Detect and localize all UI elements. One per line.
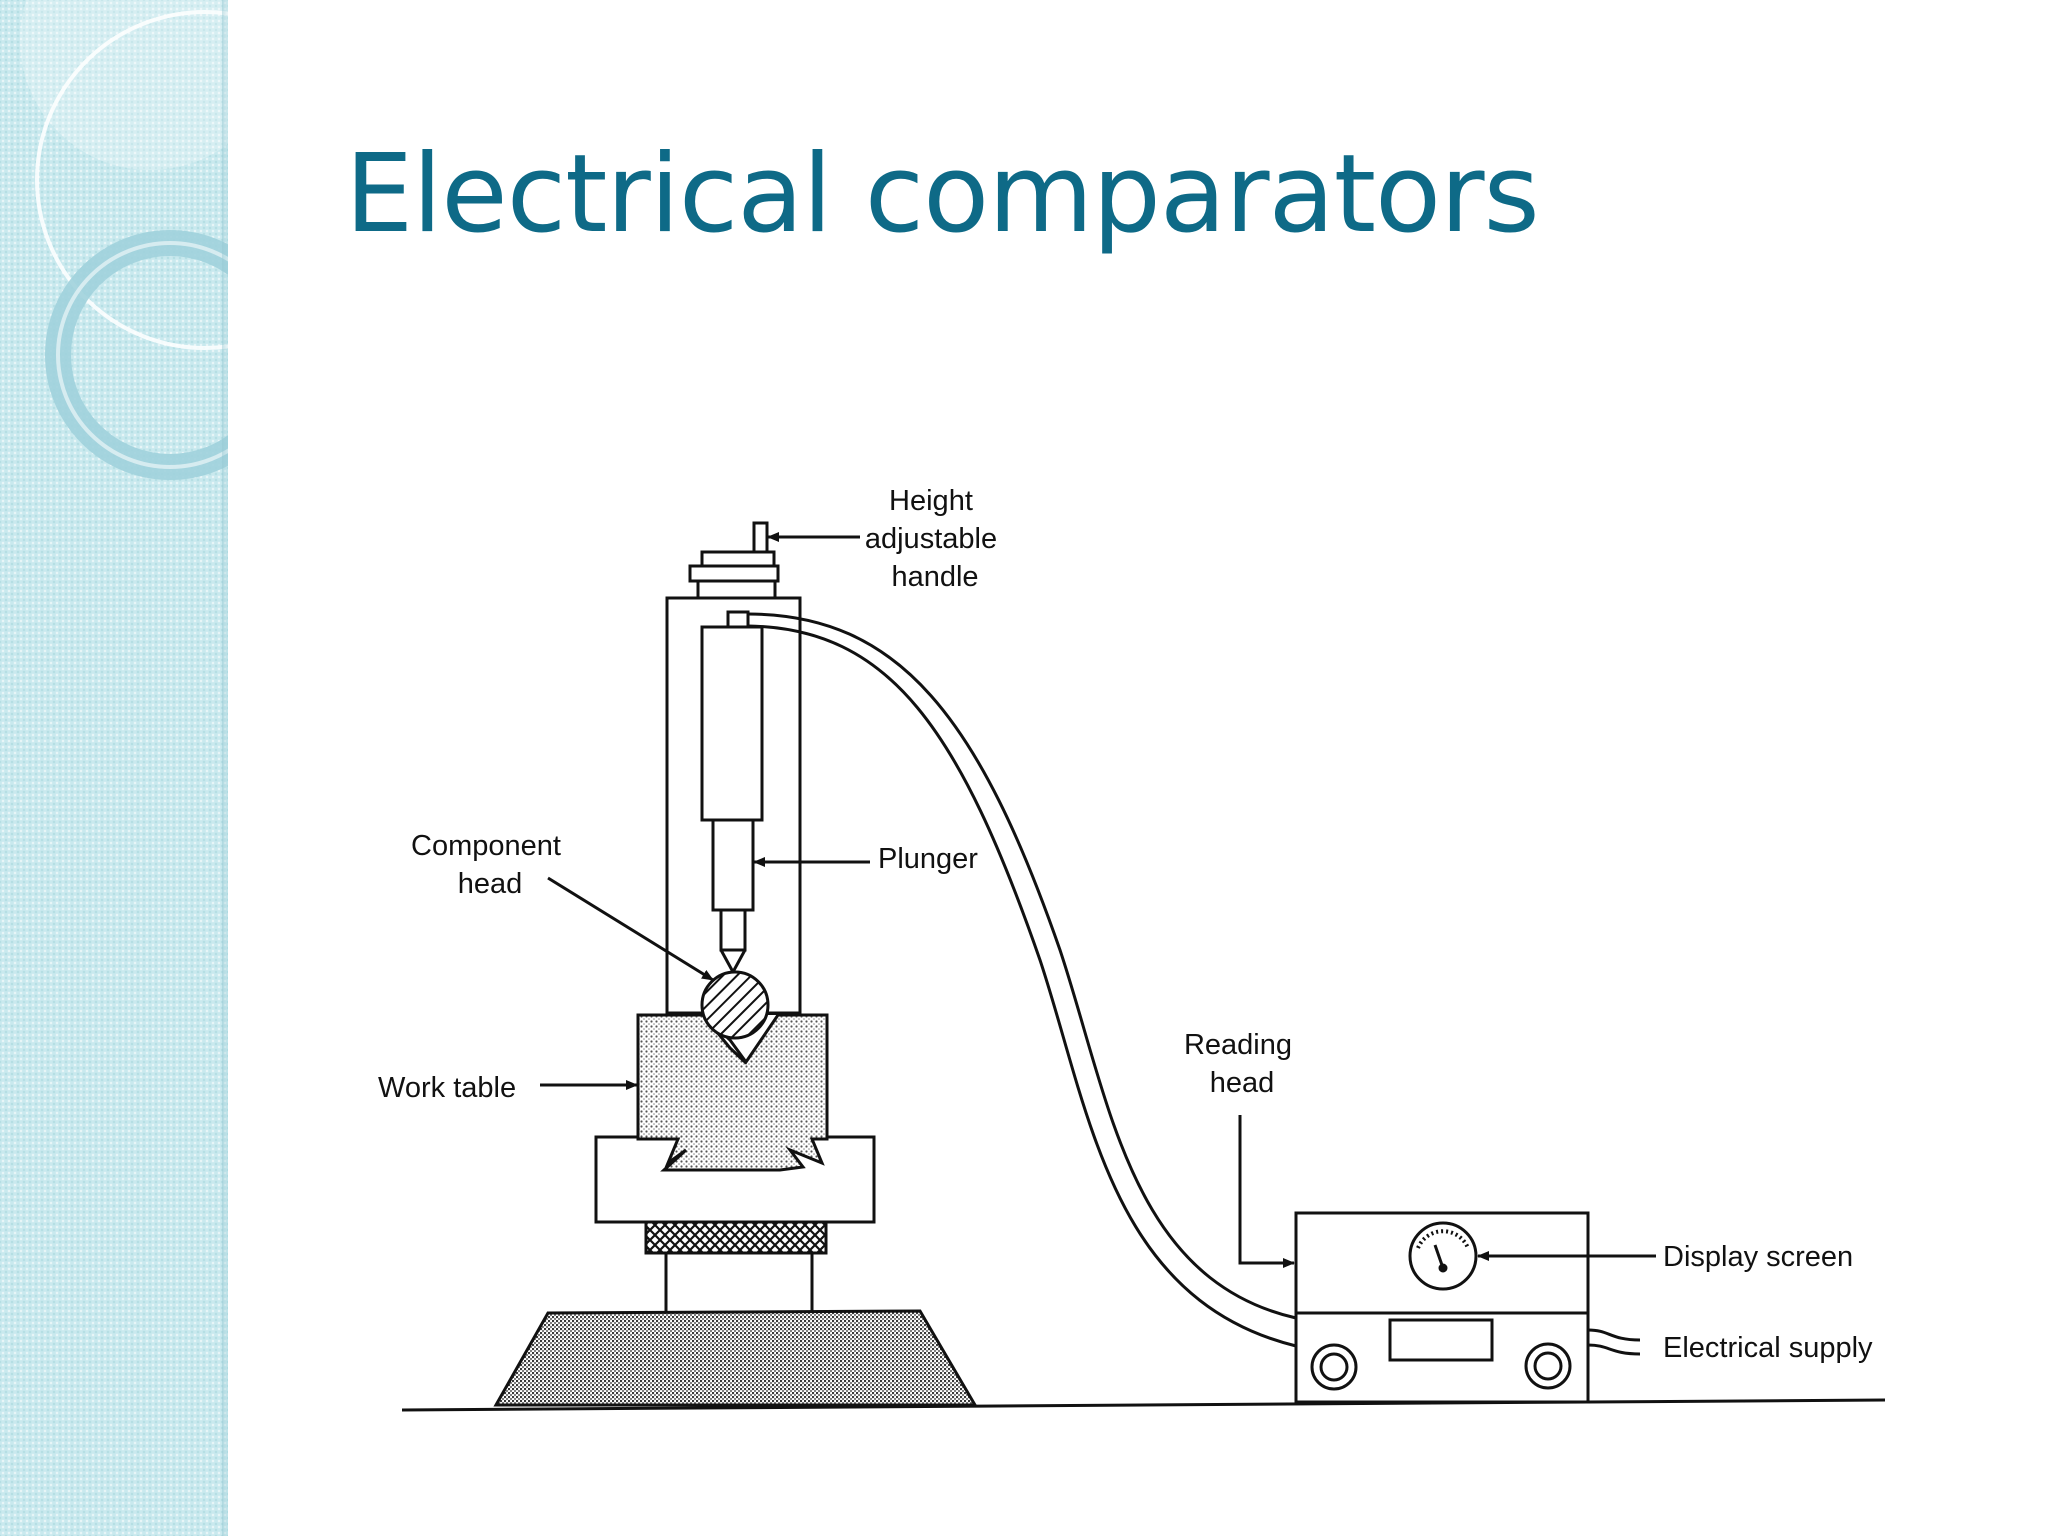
label-height-handle: Height adjustable handle [865, 485, 1005, 593]
digital-window [1388, 1318, 1494, 1362]
label-component-head: Component head [411, 830, 569, 900]
slide-title: Electrical comparators [345, 132, 1540, 257]
base [493, 1309, 978, 1407]
label-display-screen: Display screen [1663, 1241, 1853, 1273]
knurled-collar [644, 1220, 828, 1255]
circle-decoration-icon [20, 0, 228, 480]
probe-body [700, 625, 764, 822]
sidebar-edge [222, 0, 228, 1536]
label-electrical-supply: Electrical supply [1663, 1332, 1873, 1364]
label-reading-head: Reading head [1184, 1029, 1300, 1099]
label-plunger: Plunger [878, 843, 978, 875]
height-adjustable-handle[interactable] [752, 521, 769, 554]
component [700, 970, 770, 1040]
sidebar-decoration [0, 0, 228, 1536]
label-work-table: Work table [378, 1072, 516, 1104]
ground-line [401, 1398, 1886, 1412]
plunger [711, 818, 755, 912]
display-dial [1408, 1221, 1478, 1291]
